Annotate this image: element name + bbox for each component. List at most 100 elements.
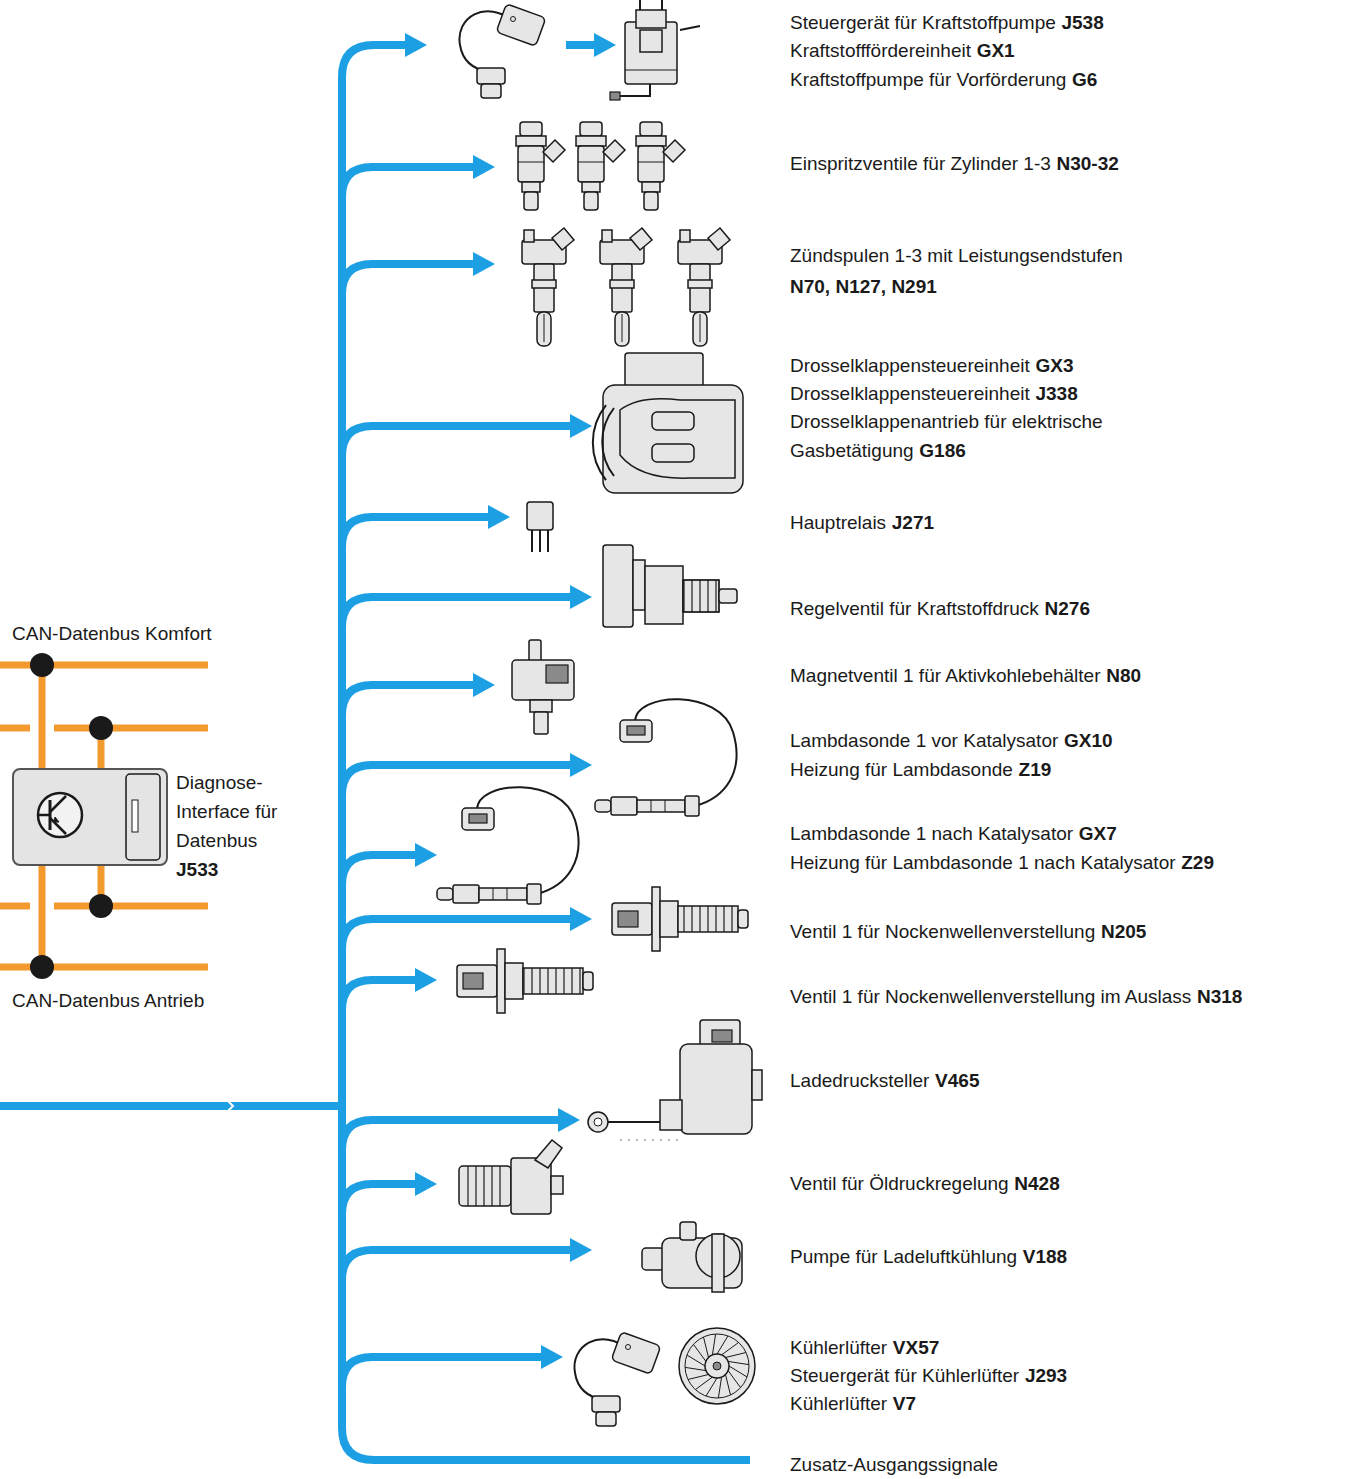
label-row: Magnetventil 1 für AktivkohlebehälterN80 [790, 661, 1141, 690]
lambda-probe-after-cat [437, 787, 579, 904]
can-bus-lines [54, 725, 208, 732]
symbol-part [132, 800, 138, 832]
part-code: N318 [1197, 986, 1242, 1007]
part-code: Z29 [1181, 852, 1214, 873]
arrow-head [415, 1172, 437, 1196]
part-name: CAN-Datenbus Komfort [12, 623, 212, 644]
signal-branch [342, 1120, 560, 1150]
arrow-head [488, 505, 510, 529]
arrow-head [541, 1345, 563, 1369]
throttle-body [652, 444, 694, 462]
junction-dots [30, 955, 54, 979]
radiator-fan [725, 1353, 746, 1358]
purge-valve [546, 665, 568, 683]
throttle-body [593, 353, 743, 493]
label-row: Heizung für Lambdasonde 1 nach Katalysat… [790, 848, 1214, 877]
arrow-head [570, 907, 592, 931]
ignition-coils [522, 228, 730, 346]
label-row: DrosselklappensteuereinheitGX3 [790, 351, 1073, 380]
part-name: Lambdasonde 1 nach Katalysator [790, 823, 1073, 844]
arrow-head [594, 33, 616, 57]
radiator-fan [722, 1342, 739, 1354]
part-name: Heizung für Lambdasonde [790, 759, 1013, 780]
label-row: Einspritzventile für Zylinder 1-3N30-32 [790, 149, 1119, 178]
pressure-valve [683, 580, 719, 612]
part-code: J538 [1061, 12, 1103, 33]
symbol-part [50, 796, 66, 812]
label-row: Zündspulen 1-3 mit LeistungsendstufenN70… [790, 240, 1123, 302]
charge-air-pump [642, 1222, 742, 1292]
part-name: Zündspulen 1-3 mit Leistungsendstufen [790, 245, 1123, 266]
throttle-body [625, 353, 703, 387]
signal-branch [342, 1357, 543, 1387]
label-row: Pumpe für LadeluftkühlungV188 [790, 1242, 1067, 1271]
boost-pressure-actuator [660, 1100, 682, 1130]
boost-pressure-actuator [752, 1070, 762, 1100]
signal-branch [342, 685, 475, 715]
throttle-body [652, 412, 694, 430]
part-code: N428 [1014, 1173, 1059, 1194]
unit-name: Diagnose- Interface für Datenbus [176, 768, 314, 855]
radiator-fan [688, 1374, 709, 1379]
radiator-fan [725, 1374, 730, 1395]
fuel-pump [610, 92, 620, 100]
arrow-head [473, 673, 495, 697]
signal-branch [342, 765, 572, 795]
part-name: Steuergerät für Kraftstoffpumpe [790, 12, 1056, 33]
main-relay [527, 502, 553, 552]
label-row: Zusatz-Ausgangssignale [790, 1450, 998, 1479]
part-code: GX3 [1035, 355, 1073, 376]
throttle-body [620, 399, 735, 478]
label-row: Ventil 1 für Nockenwellenverstellung im … [790, 982, 1242, 1011]
signal-bus [0, 33, 750, 1460]
radiator-fan [705, 1354, 729, 1378]
radiator-fan-control-unit [574, 1332, 660, 1426]
signal-branch [342, 264, 475, 294]
symbol-part [38, 793, 82, 837]
part-name: Kraftstoffpumpe für Vorförderung [790, 69, 1066, 90]
injectors [516, 122, 685, 210]
signal-branch [342, 1184, 417, 1214]
fuel-pump-control-unit [459, 4, 545, 98]
purge-valve [512, 640, 574, 734]
radiator-fan [713, 1362, 721, 1370]
oil-pressure-valve [551, 1176, 563, 1194]
signal-branch [342, 980, 417, 1010]
radiator-fan [712, 1334, 715, 1355]
signal-branch [372, 41, 405, 49]
label-row: Ventil 1 für NockenwellenverstellungN205 [790, 917, 1146, 946]
radiator-fan-control-unit [574, 1332, 660, 1426]
part-code: GX1 [977, 40, 1015, 61]
lambda-probe-before-cat [595, 699, 737, 816]
part-code: J271 [892, 512, 934, 533]
fuel-pump [625, 22, 677, 84]
radiator-fan [685, 1367, 706, 1370]
label-row: CAN-Datenbus Komfort [12, 619, 212, 648]
symbol-part [126, 774, 160, 860]
part-name: Regelventil für Kraftstoffdruck [790, 598, 1039, 619]
fuel-pump [625, 70, 677, 71]
radiator-fan [728, 1361, 749, 1364]
part-name: Magnetventil 1 für Aktivkohlebehälter [790, 665, 1101, 686]
part-name: Zusatz-Ausgangssignale [790, 1454, 998, 1475]
can-bus-lines [0, 725, 30, 732]
oil-pressure-valve [465, 1166, 505, 1206]
part-code: N80 [1106, 665, 1141, 686]
boost-pressure-actuator [620, 1140, 680, 1141]
label-row: LadedruckstellerV465 [790, 1066, 979, 1095]
part-name: Ventil 1 für Nockenwellenverstellung im … [790, 986, 1191, 1007]
fuel-pump [618, 84, 650, 96]
part-name: Lambdasonde 1 vor Katalysator [790, 730, 1058, 751]
part-name: Einspritzventile für Zylinder 1-3 [790, 153, 1051, 174]
oil-pressure-valve [459, 1166, 511, 1206]
fuel-pump [640, 30, 662, 52]
signal-input [0, 1102, 342, 1110]
throttle-body [593, 405, 606, 480]
part-code: J293 [1025, 1365, 1067, 1386]
label-row: Regelventil für KraftstoffdruckN276 [790, 594, 1090, 623]
part-name: Heizung für Lambdasonde 1 nach Katalysat… [790, 852, 1176, 873]
label-row: HauptrelaisJ271 [790, 508, 934, 537]
pressure-valve [719, 589, 737, 603]
